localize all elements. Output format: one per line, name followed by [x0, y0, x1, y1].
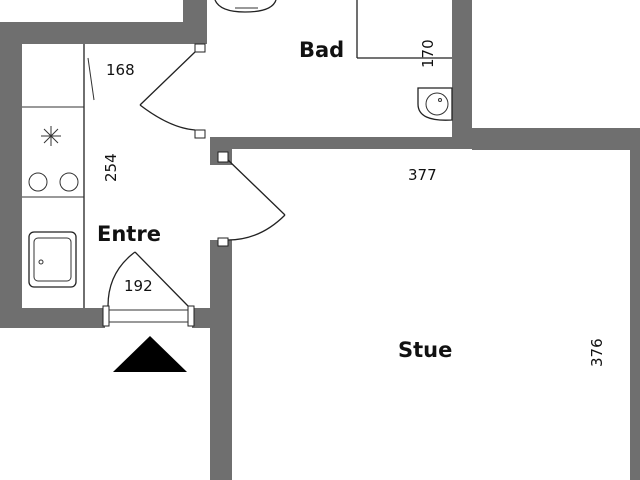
wall-bath-left: [195, 0, 207, 48]
post-bath-door-top: [194, 43, 206, 53]
door-entry-swing: [107, 251, 189, 307]
post-entry-left: [102, 305, 110, 327]
dimension-376: 376: [588, 338, 606, 367]
stove-burner-icon: [28, 172, 48, 192]
kitchen-sink-icon: [28, 231, 77, 288]
wall-left-outer: [0, 22, 22, 328]
bathroom-fixtures: [214, 0, 453, 121]
post-bath-door-bottom: [194, 129, 206, 139]
fill-kitchen-entre: [22, 44, 210, 308]
wall-bath-right: [452, 0, 472, 140]
fill-stue-corner: [232, 149, 472, 150]
wall-entre-right: [210, 240, 232, 330]
wall-stue-top-right: [472, 128, 640, 150]
wall-entre-bottom-left: [0, 308, 105, 328]
wall-top-kitchen: [0, 22, 205, 44]
stove-star-icon: [41, 126, 61, 146]
door-posts: [102, 43, 229, 327]
washbasin-icon: [417, 87, 453, 121]
room-label-stue: Stue: [398, 338, 452, 362]
kitchen-counter: [22, 44, 95, 308]
door-bath-swing: [139, 51, 196, 131]
toilet-icon: [214, 0, 277, 13]
room-label-entre: Entre: [97, 222, 161, 246]
stove-burner-icon: [59, 172, 79, 192]
fill-bath: [207, 0, 452, 137]
post-entry-right: [187, 305, 195, 327]
kitchen-diagonal-line: [87, 57, 95, 101]
dimension-254: 254: [102, 153, 120, 182]
dimension-377: 377: [408, 166, 437, 184]
post-stue-door-top: [217, 151, 229, 163]
fill-stue: [232, 150, 630, 480]
dimension-192: 192: [124, 277, 153, 295]
dimension-168: 168: [106, 61, 135, 79]
doors: [107, 51, 286, 323]
post-stue-door-bottom: [217, 237, 229, 247]
wall-bath-bottom: [195, 137, 472, 149]
room-fills: [22, 0, 630, 480]
wall-stue-left: [210, 310, 232, 480]
wall-right-stub: [630, 128, 640, 480]
room-label-bad: Bad: [299, 38, 344, 62]
entrance-arrow-icon: [113, 336, 187, 372]
door-stue-swing: [227, 159, 286, 241]
wall-entre-bottom-right: [192, 308, 232, 328]
dimension-170: 170: [419, 39, 437, 68]
